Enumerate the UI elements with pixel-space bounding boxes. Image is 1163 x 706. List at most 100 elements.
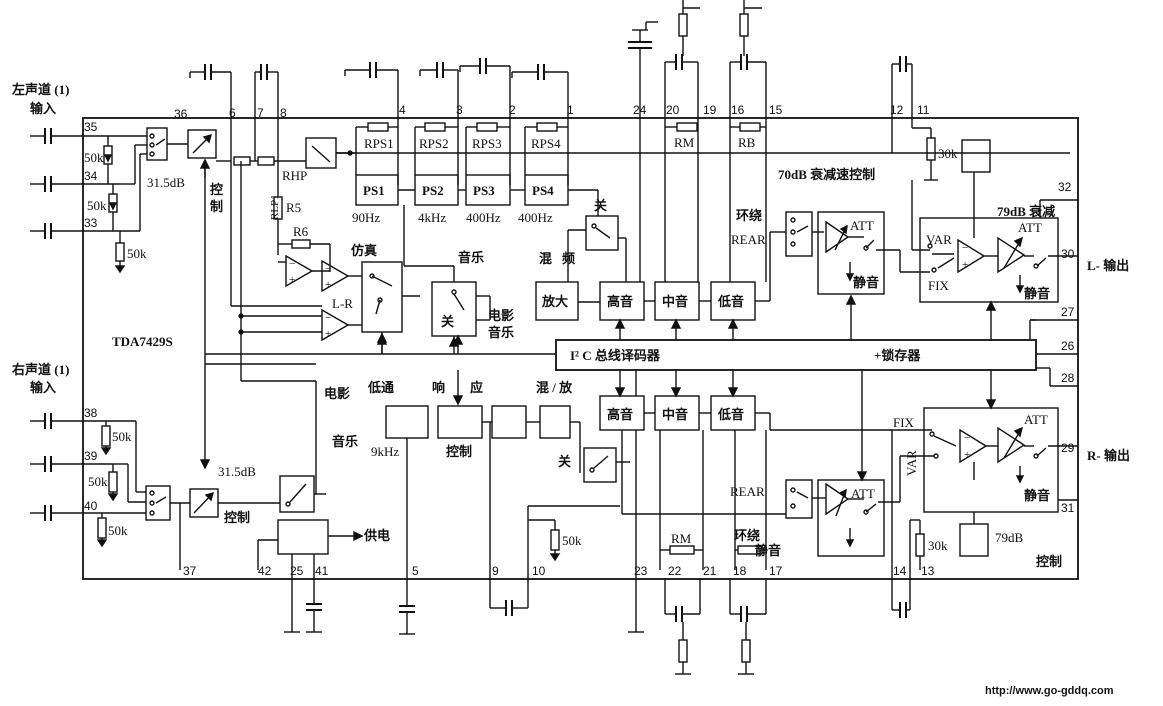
power-supply-block	[257, 519, 364, 633]
emulation-label: 仿真	[351, 243, 377, 258]
response-control-label: 控制	[446, 444, 472, 459]
pin-1: 1	[567, 103, 574, 117]
pin-12-11-network	[891, 56, 991, 181]
rlp1-r5	[273, 161, 283, 255]
rm-label: RM	[671, 531, 692, 546]
pin-14: 14	[893, 564, 907, 578]
l-r-label: L-R	[332, 296, 353, 311]
att-label: ATT	[851, 486, 875, 501]
left-input-sub: 输入	[30, 101, 56, 116]
i2c-label: I² C 总线译码器	[570, 348, 661, 363]
pin-29: 29	[1061, 441, 1075, 455]
pin-26: 26	[1061, 339, 1075, 353]
resistor-50k-label: 50k	[87, 198, 107, 213]
svg-text:−: −	[325, 263, 331, 275]
tone-controls-top	[599, 231, 786, 321]
control-label: 控制	[1036, 554, 1062, 569]
pin-4: 4	[399, 103, 406, 117]
lowpass-label: 低通	[367, 380, 394, 395]
power-label: 供电	[363, 528, 390, 543]
pin-37: 37	[183, 564, 197, 578]
right-input-sub: 输入	[30, 380, 56, 395]
pin-8: 8	[280, 106, 287, 120]
svg-text:−: −	[325, 312, 331, 324]
resistor-50k-label: 50k	[562, 533, 582, 548]
rear-label: REAR	[730, 484, 765, 499]
amplifier-label: 放大	[541, 294, 568, 309]
pin-21: 21	[703, 564, 717, 578]
rlp1-label: RLP1	[269, 194, 281, 220]
phase-shift-capacitors	[344, 58, 569, 185]
phase-block-label: PS2	[422, 183, 444, 198]
pin-31: 31	[1061, 501, 1075, 515]
fix-label: FIX	[928, 278, 950, 293]
rm-label: RM	[674, 135, 695, 150]
pin-18: 18	[733, 564, 747, 578]
pin-13: 13	[921, 564, 935, 578]
svg-text:−: −	[964, 432, 970, 444]
att-label: ATT	[1024, 412, 1048, 427]
switch-off-label: 关	[558, 454, 571, 469]
pin-3: 3	[456, 103, 463, 117]
left-output-block: −+	[899, 172, 1078, 303]
pin-23: 23	[634, 564, 648, 578]
rear-selector-bottom	[785, 479, 826, 519]
rhp-label: RHP	[282, 168, 307, 183]
i2c-bus-decoder	[204, 160, 1078, 466]
control-label-vertical: 控	[210, 182, 223, 197]
phase-freq-label: 400Hz	[466, 210, 501, 225]
amplifier-block	[535, 281, 600, 321]
treble-label: 高音	[607, 294, 633, 309]
latch-label: +锁存器	[874, 348, 921, 363]
mute-label: 静音	[853, 275, 879, 290]
pin-30: 30	[1061, 247, 1075, 261]
att-label: ATT	[850, 218, 874, 233]
pin-33: 33	[84, 216, 98, 230]
phase-shift-resistors	[355, 122, 568, 175]
left-input-title: 左声道 (1)	[12, 82, 69, 97]
mid-label: 中音	[662, 294, 688, 309]
right-output-block: −+	[890, 407, 1078, 513]
fix-label: FIX	[893, 415, 915, 430]
svg-text:+: +	[325, 279, 331, 291]
gain-label-right: 31.5dB	[218, 464, 256, 479]
surround-label: 环绕	[736, 208, 762, 223]
pin-15: 15	[769, 103, 783, 117]
treble-label: 高音	[607, 407, 633, 422]
pin-14-13-network	[891, 430, 989, 618]
pin-34: 34	[84, 169, 98, 183]
pin-41: 41	[315, 564, 329, 578]
svg-text:+: +	[964, 449, 970, 461]
phase-block-label: PS1	[363, 183, 385, 198]
att-block-bottom	[817, 479, 900, 557]
rear-label: REAR	[731, 232, 766, 247]
phase-freq-label: 90Hz	[352, 210, 380, 225]
response-label: 应	[470, 380, 483, 395]
pin-42: 42	[258, 564, 272, 578]
pin-38: 38	[84, 406, 98, 420]
lowpass-freq-label: 9kHz	[371, 444, 399, 459]
pin-10: 10	[532, 564, 546, 578]
right-input-selector-switch	[145, 485, 190, 521]
left-input-gain-block	[167, 129, 217, 159]
right-input-gain-block	[189, 488, 219, 518]
mute-label: 静音	[1024, 488, 1050, 503]
bass-label: 低音	[717, 294, 744, 309]
pin-11: 11	[917, 103, 930, 117]
bus-control-arrows	[199, 158, 997, 482]
svg-text:−: −	[289, 258, 295, 270]
pin-32: 32	[1058, 180, 1072, 194]
control-label-vertical: 制	[210, 199, 223, 214]
gain-label-left: 31.5dB	[147, 175, 185, 190]
rb-label: RB	[738, 135, 756, 150]
surround-label: 环绕	[734, 528, 760, 543]
svg-text:+: +	[325, 328, 331, 340]
pin-17: 17	[769, 564, 783, 578]
pin-2: 2	[509, 103, 516, 117]
pin-16: 16	[731, 103, 745, 117]
rm-rb-top	[628, 0, 767, 282]
pin-20: 20	[666, 103, 680, 117]
mix-switch-top	[567, 190, 627, 282]
movie-label: 电影	[324, 386, 350, 401]
rps-label: RPS4	[531, 136, 561, 151]
